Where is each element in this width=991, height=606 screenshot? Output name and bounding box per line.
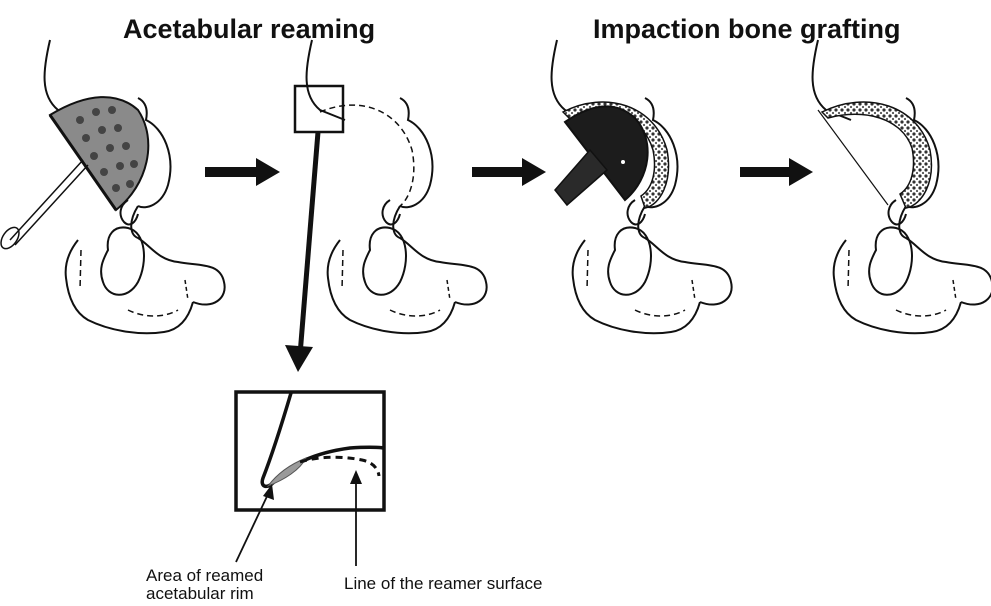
arrow-step-3-head (789, 158, 813, 186)
inset-magnified-rim (236, 392, 384, 566)
callout-reamer-surface: Line of the reamer surface (344, 575, 542, 593)
callout-reamed-rim-line1: Area of reamed (146, 567, 263, 585)
panel-reamed-acetabulum (307, 40, 487, 333)
panel-impactor-with-graft (552, 40, 732, 333)
zoom-arrow-head (285, 345, 313, 372)
arrow-step-2-head (522, 158, 546, 186)
panel-grafted-acetabulum (813, 40, 991, 333)
callout-reamed-rim-line2: acetabular rim (146, 585, 254, 603)
arrow-step-1-head (256, 158, 280, 186)
panel-reamer-in-acetabulum (0, 40, 225, 333)
zoom-arrow (300, 132, 318, 355)
